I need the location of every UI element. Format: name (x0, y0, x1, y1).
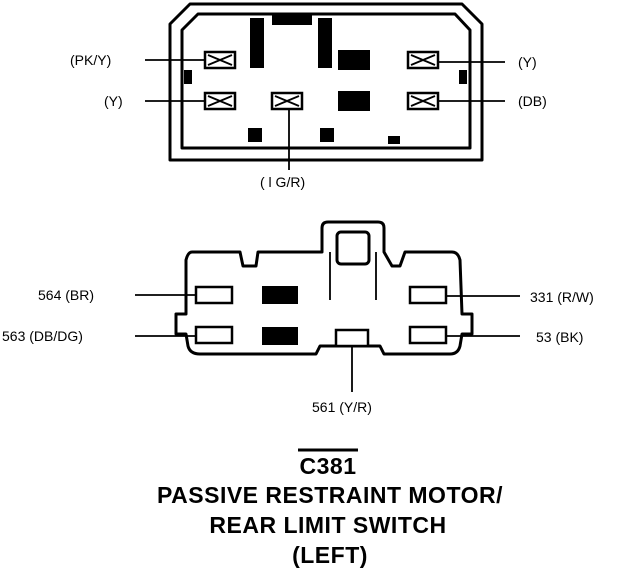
top-connector: (PK/Y) (Y) (Y) (DB) ( l G/R) (70, 2, 547, 190)
bottom-connector-key-tower (335, 230, 371, 266)
top-connector-key-left (250, 18, 264, 68)
caption-line-3: (LEFT) (292, 542, 368, 568)
top-connector-tab-2 (320, 128, 334, 142)
bottom-terminal-331 (408, 285, 448, 305)
top-terminal-pk-y (203, 50, 237, 70)
bottom-label-53: 53 (BK) (536, 329, 583, 345)
caption-line-2: REAR LIMIT SWITCH (209, 512, 446, 538)
top-terminal-y-left (203, 91, 237, 111)
connector-id: C381 (300, 453, 357, 479)
top-connector-tab-3 (388, 136, 400, 144)
top-connector-inner-shell (180, 12, 472, 150)
bottom-connector: 564 (BR) 563 (DB/DG) 331 (R/W) 53 (BK) 5… (2, 220, 594, 415)
top-connector-outer-shell (168, 2, 484, 162)
top-terminal-y-right (406, 50, 440, 70)
top-connector-cavity-plug-2 (338, 91, 370, 111)
bottom-terminal-564 (194, 285, 234, 305)
bottom-label-564: 564 (BR) (38, 287, 94, 303)
top-connector-key-right (318, 18, 332, 68)
bottom-terminal-561 (334, 328, 370, 348)
top-connector-notch-left (184, 70, 192, 84)
bottom-connector-outer-shell (174, 220, 474, 356)
top-terminal-lg-r (270, 91, 304, 111)
caption-line-1: PASSIVE RESTRAINT MOTOR/ (157, 482, 503, 508)
top-connector-cavity-plug-1 (338, 50, 370, 70)
bottom-connector-cavity-plug-2 (262, 327, 298, 345)
top-label-db: (DB) (518, 93, 547, 109)
bottom-terminal-53 (408, 325, 448, 345)
top-terminal-db (406, 91, 440, 111)
bottom-terminal-563 (194, 325, 234, 345)
caption: C381 PASSIVE RESTRAINT MOTOR/ REAR LIMIT… (157, 448, 503, 568)
top-label-pk-y: (PK/Y) (70, 52, 111, 68)
top-connector-latch (272, 15, 312, 25)
bottom-label-563: 563 (DB/DG) (2, 328, 83, 344)
top-label-lg-r: ( l G/R) (260, 174, 305, 190)
top-connector-tab-1 (248, 128, 262, 142)
bottom-connector-cavity-plug-1 (262, 286, 298, 304)
top-connector-notch-right (459, 70, 467, 84)
bottom-connector-tower-channel (329, 252, 377, 300)
top-label-y-left: (Y) (104, 93, 123, 109)
bottom-label-331: 331 (R/W) (530, 289, 594, 305)
top-label-y-right: (Y) (518, 54, 537, 70)
bottom-label-561: 561 (Y/R) (312, 399, 372, 415)
